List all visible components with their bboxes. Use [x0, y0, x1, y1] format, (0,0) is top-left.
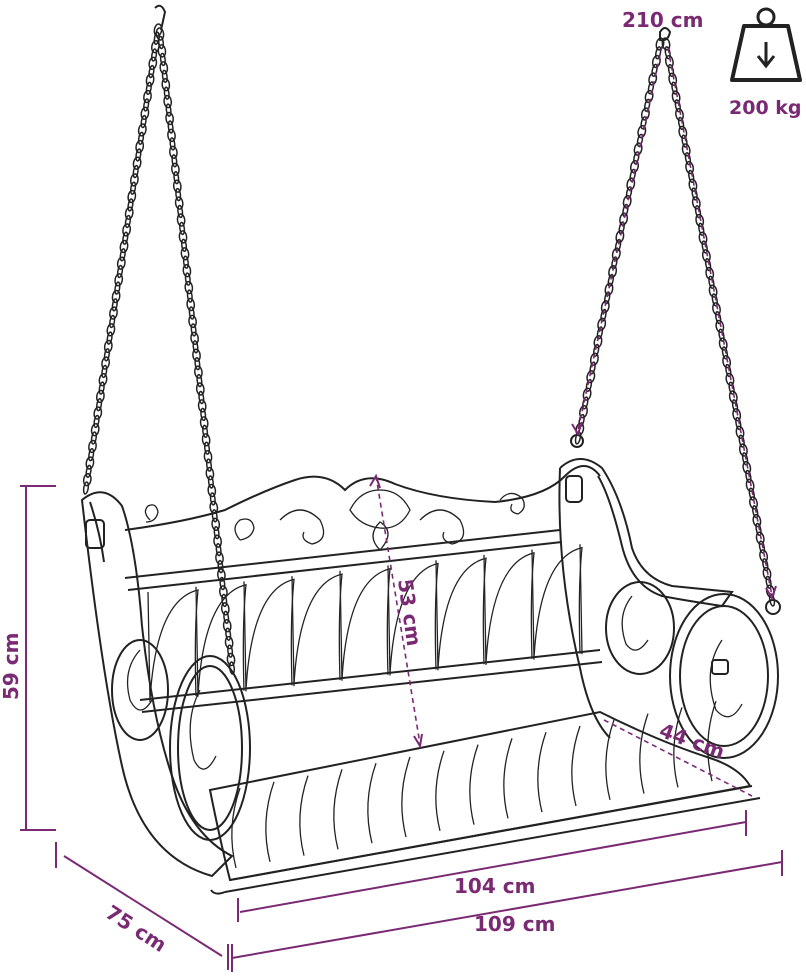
height-label: 59 cm: [0, 633, 23, 701]
left-chains: [82, 4, 236, 675]
weight-icon: [730, 7, 802, 82]
depth-label: 75 cm: [101, 900, 171, 957]
swing-bench: [80, 458, 779, 895]
chain-length-label: 210 cm: [622, 8, 703, 32]
total-width-label: 109 cm: [474, 912, 555, 936]
dimension-lines: [20, 45, 783, 972]
max-load-label: 200 kg: [729, 97, 802, 119]
seat-width-label: 104 cm: [454, 874, 535, 898]
backrest-height-label: 53 cm: [393, 577, 426, 647]
